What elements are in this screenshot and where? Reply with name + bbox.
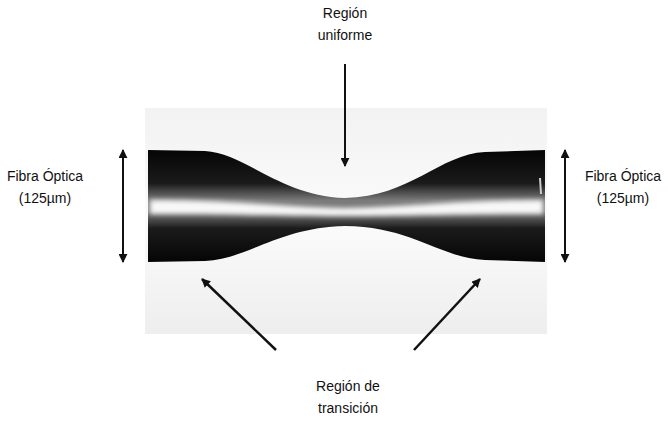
fiber-label: Fibra Óptica (125µm) [3, 165, 87, 209]
fiber-body [148, 150, 545, 262]
fiber-mark [540, 178, 541, 194]
fiber-core [150, 200, 543, 216]
diameter-arrow [564, 150, 566, 262]
region-label: Región de transición [309, 375, 387, 419]
pointer-arrow [344, 64, 346, 166]
pointer-arrow [202, 279, 276, 350]
fiber-label: Fibra Óptica (125µm) [581, 165, 665, 209]
diameter-arrow [122, 150, 124, 262]
pointer-arrow [414, 279, 480, 350]
region-label: Región uniforme [309, 2, 381, 46]
